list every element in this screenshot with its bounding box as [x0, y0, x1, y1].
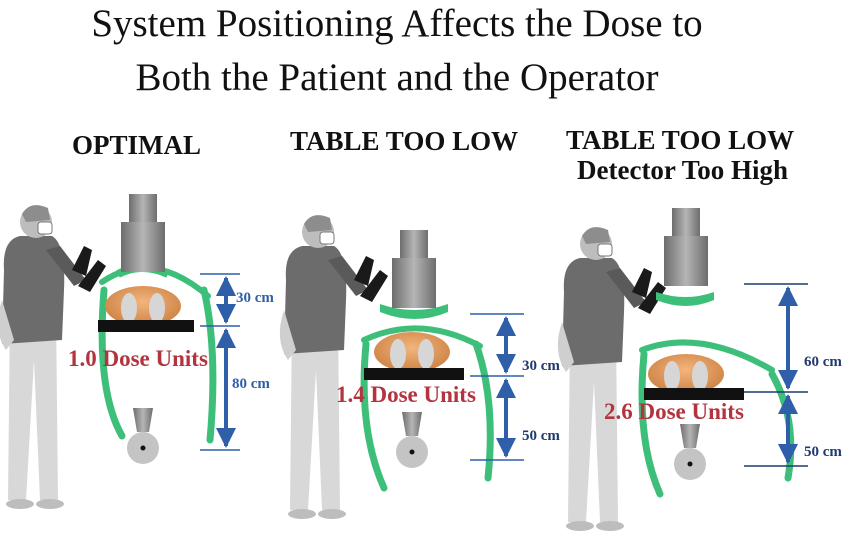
table-icon — [644, 388, 744, 400]
panel-1-upper-distance: 30 cm — [236, 290, 274, 306]
patient-icon — [374, 332, 450, 372]
panel-3-subheading: Detector Too High — [577, 155, 788, 185]
scatter-radiation — [360, 340, 494, 492]
panel-2-upper-distance: 30 cm — [522, 358, 560, 374]
panel-2-diagram: 30 cm 50 cm 1.4 Dose Units — [279, 214, 560, 520]
detector-icon — [392, 230, 436, 308]
panel-1-lower-distance: 80 cm — [232, 376, 270, 392]
xray-tube-icon — [674, 424, 706, 480]
panel-1-dose-label: 1.0 Dose Units — [68, 346, 208, 371]
panel-2-lower-distance: 50 cm — [522, 428, 560, 444]
table-icon — [364, 368, 464, 380]
panel-2-heading: TABLE TOO LOW — [290, 126, 519, 156]
operator-figure — [279, 214, 389, 520]
slide-title-line-1: System Positioning Affects the Dose to — [91, 2, 703, 45]
xray-tube-icon — [127, 408, 159, 464]
panel-3-heading: TABLE TOO LOW — [566, 125, 795, 155]
xray-tube-icon — [396, 412, 428, 468]
table-icon — [98, 320, 194, 332]
panel-1-diagram: 30 cm 80 cm 1.0 Dose Units — [0, 194, 274, 510]
panel-3-diagram: 60 cm 50 cm 2.6 Dose Units — [557, 208, 842, 532]
detector-icon — [121, 194, 165, 272]
slide-title-line-2: Both the Patient and the Operator — [135, 56, 659, 99]
scatter-radiation — [98, 286, 217, 444]
panel-2-dose-label: 1.4 Dose Units — [336, 382, 476, 407]
panel-3-dose-label: 2.6 Dose Units — [604, 399, 744, 424]
detector-icon — [664, 208, 708, 286]
panel-1-heading: OPTIMAL — [72, 130, 202, 160]
panel-3-upper-distance: 60 cm — [804, 354, 842, 370]
panel-3-lower-distance: 50 cm — [804, 444, 842, 460]
